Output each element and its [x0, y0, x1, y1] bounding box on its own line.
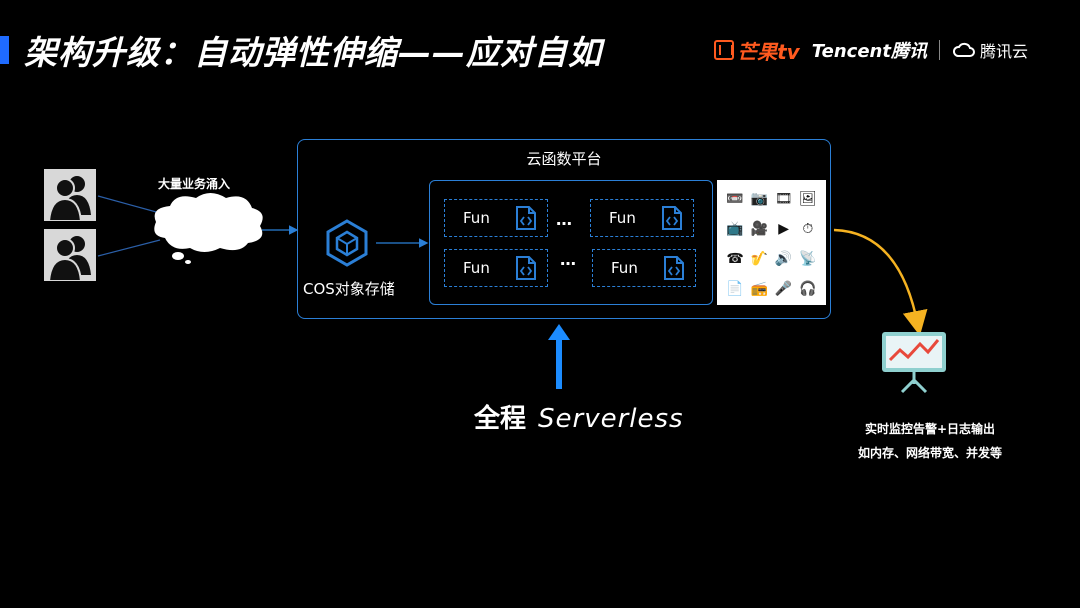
media-icon: 📡 [799, 251, 817, 267]
serverless-label: 全程 Serverless [474, 398, 684, 435]
cloud-function-platform [297, 139, 831, 319]
media-icon: ▶ [778, 221, 790, 237]
mgtv-logo: 芒果tv [714, 36, 800, 65]
user-link-line [97, 195, 161, 214]
media-icon: 🎷 [750, 251, 769, 267]
function-label: Fun [463, 259, 490, 277]
media-icon: 📺 [726, 221, 744, 237]
user-group-icon [44, 229, 96, 281]
monitoring-caption-line1: 实时监控告警+日志输出 [864, 422, 996, 436]
media-icon: 🎞 [774, 191, 793, 207]
function-label: Fun [611, 259, 638, 277]
up-arrow-icon [548, 324, 570, 389]
ellipsis: … [556, 210, 573, 229]
monitoring-caption-line2: 如内存、网络带宽、并发等 [857, 446, 1002, 460]
media-icon: 📷 [750, 191, 769, 207]
tencent-logo: Tencent腾讯 [811, 41, 927, 62]
media-icons-panel: 📼 📷 🎞 🖼 📺 🎥 ▶ ⏱ ☎ 🎷 🔊 📡 📄 📻 🎤 🎧 [717, 180, 826, 305]
code-file-icon [516, 206, 536, 230]
code-file-icon [516, 256, 536, 280]
cloud-icon [154, 193, 263, 264]
code-file-icon [662, 206, 682, 230]
media-icon: 🔊 [774, 251, 793, 267]
media-icon: 📼 [726, 191, 744, 207]
cloud-logo-icon [952, 42, 975, 57]
serverless-italic: Serverless [538, 404, 684, 434]
monitoring-curve-arrow [833, 228, 928, 336]
media-icon: 🖼 [798, 191, 817, 207]
media-icon: 🎧 [799, 281, 817, 297]
media-icon: 📄 [726, 281, 744, 297]
function-area [429, 180, 713, 305]
traffic-surge-label: 大量业务涌入 [158, 177, 231, 191]
title-accent-bar [0, 36, 9, 64]
logo-divider [938, 40, 940, 60]
monitor-chart-icon [880, 330, 948, 398]
media-icon: 📻 [750, 281, 769, 297]
mgtv-mark-icon [714, 40, 735, 60]
ellipsis: … [560, 250, 577, 269]
cube-icon [322, 218, 372, 268]
function-label: Fun [609, 209, 636, 227]
slide-title: 架构升级：自动弹性伸缩——应对自如 [24, 33, 602, 72]
cos-storage-label: COS对象存储 [303, 280, 395, 298]
media-icon: 🎤 [774, 281, 793, 297]
user-group-icon [44, 169, 96, 221]
function-label: Fun [463, 209, 490, 227]
function-box: Fun [444, 199, 548, 237]
media-icon-grid: 📼 📷 🎞 🖼 📺 🎥 ▶ ⏱ ☎ 🎷 🔊 📡 📄 📻 🎤 🎧 [723, 184, 820, 304]
logo-strip: 芒果tv Tencent腾讯 腾讯云 [714, 36, 1028, 64]
code-file-icon [664, 256, 684, 280]
function-box: Fun [592, 249, 696, 287]
platform-title: 云函数平台 [526, 150, 602, 168]
serverless-bold: 全程 [474, 404, 527, 434]
function-box: Fun [444, 249, 548, 287]
media-icon: 🎥 [750, 221, 769, 237]
media-icon: ⏱ [802, 221, 814, 237]
user-link-line [97, 239, 161, 257]
function-box: Fun [590, 199, 694, 237]
media-icon: ☎ [726, 251, 744, 267]
tencent-cloud-logo: 腾讯云 [952, 38, 1028, 62]
